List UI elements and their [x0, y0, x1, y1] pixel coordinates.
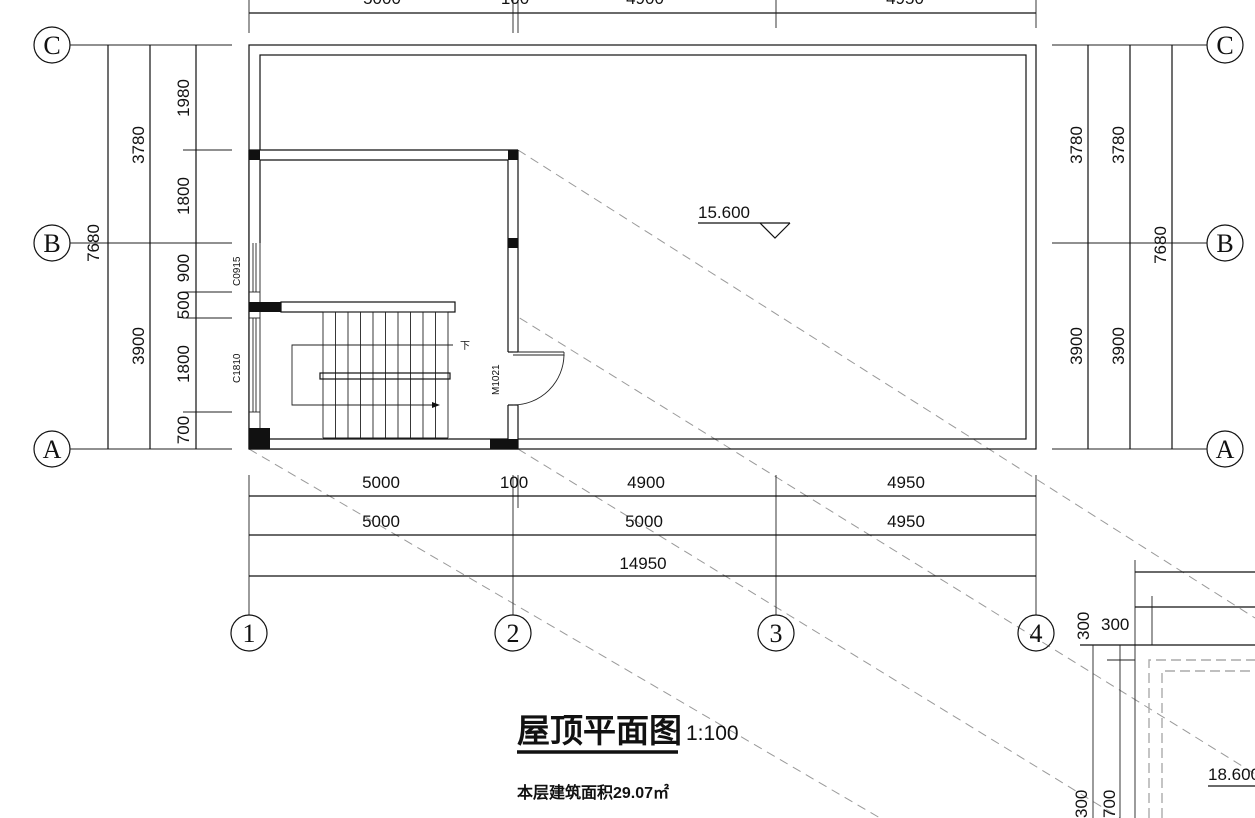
window-label-c0915: C0915 — [232, 256, 243, 286]
axis-bubble-4 — [1017, 614, 1055, 652]
slope-line — [248, 448, 881, 818]
staircase — [322, 311, 449, 439]
slope-line — [517, 448, 1121, 818]
window-label-c1810: C1810 — [232, 353, 243, 383]
axis-label: A — [43, 435, 62, 464]
axis-label: 1 — [243, 619, 256, 648]
dim-text: 3900 — [1109, 327, 1128, 365]
axis-bubble-1 — [230, 614, 268, 652]
dim-text: 4950 — [886, 0, 924, 8]
column — [508, 238, 518, 248]
dim-text: 3780 — [1067, 126, 1086, 164]
window-c0915 — [249, 243, 261, 302]
bottom-dimensions: 5000 100 4900 4950 5000 5000 4950 14950 … — [230, 473, 1055, 652]
arrow-icon — [432, 402, 440, 408]
dim-text: 5000 — [625, 512, 663, 531]
column — [249, 302, 281, 312]
axis-label: C — [1216, 31, 1233, 60]
stair-room: 下 C0915 C1810 M1021 — [232, 149, 565, 450]
dim-text: 7680 — [84, 224, 103, 262]
elevation-mark-15600: 15.600 — [698, 203, 791, 239]
dim-text: 4900 — [627, 473, 665, 492]
slope-line — [517, 149, 1255, 619]
drawing-title-block: 屋顶平面图 1:100 本层建筑面积29.07㎡ — [517, 712, 739, 802]
dim-text: 3780 — [129, 126, 148, 164]
axis-label: 4 — [1030, 619, 1043, 648]
dim-text: 1980 — [174, 79, 193, 117]
dim-text: 100 — [500, 473, 528, 492]
dim-text: 700 — [174, 416, 193, 444]
dim-text: 4900 — [626, 0, 664, 8]
drawing-title: 屋顶平面图 — [517, 712, 682, 749]
dim-text: 5000 — [363, 0, 401, 8]
dim-text: 5000 — [362, 473, 400, 492]
column — [249, 150, 260, 160]
elevation-text: 18.600 — [1208, 765, 1255, 784]
handrail — [319, 372, 451, 380]
elevation-text: 15.600 — [698, 203, 750, 222]
dim-text: 100 — [501, 0, 529, 8]
dim-text: 1800 — [174, 345, 193, 383]
stair-down-label: 下 — [460, 341, 470, 352]
axis-label: C — [43, 31, 60, 60]
axis-bubble-3 — [757, 614, 795, 652]
dim-text: 4950 — [887, 512, 925, 531]
axis-label: 3 — [770, 619, 783, 648]
window-c1810 — [249, 312, 261, 428]
dim-text: 3900 — [129, 327, 148, 365]
axis-label: B — [1216, 229, 1233, 258]
dim-text: 300 — [1074, 612, 1093, 640]
dim-text: 300 — [1101, 615, 1129, 634]
dim-text: 7680 — [1151, 226, 1170, 264]
door-m1021 — [512, 351, 565, 406]
dim-text: 300 — [1072, 790, 1091, 818]
dim-text: 4950 — [887, 473, 925, 492]
dim-text: 700 — [1100, 790, 1119, 818]
adjacent-roof-plan-partial: 300 300 300 700 18.600 — [1072, 560, 1255, 818]
drawing-scale: 1:100 — [686, 722, 739, 745]
door-label-m1021: M1021 — [491, 364, 502, 395]
dim-text: 3780 — [1109, 126, 1128, 164]
right-dimensions: C B A 3780 3900 3780 3900 7680 — [1052, 26, 1244, 468]
axis-label: A — [1216, 435, 1235, 464]
column — [508, 150, 518, 160]
axis-bubble-2 — [494, 614, 532, 652]
top-dimension: 5000 100 4900 4950 — [248, 0, 1037, 33]
dim-text: 5000 — [362, 512, 400, 531]
axis-label: B — [43, 229, 60, 258]
left-dimensions: C B A 7680 3780 3900 1980 1800 900 500 1… — [33, 26, 232, 468]
dim-text: 3900 — [1067, 327, 1086, 365]
dim-text: 1800 — [174, 177, 193, 215]
dim-text: 900 — [174, 254, 193, 282]
column — [249, 428, 270, 449]
axis-label: 2 — [507, 619, 520, 648]
stair-direction-line — [291, 344, 453, 406]
dim-text: 500 — [174, 291, 193, 319]
dim-text: 14950 — [619, 554, 666, 573]
column — [490, 439, 518, 449]
floor-area-note: 本层建筑面积29.07㎡ — [517, 783, 669, 802]
